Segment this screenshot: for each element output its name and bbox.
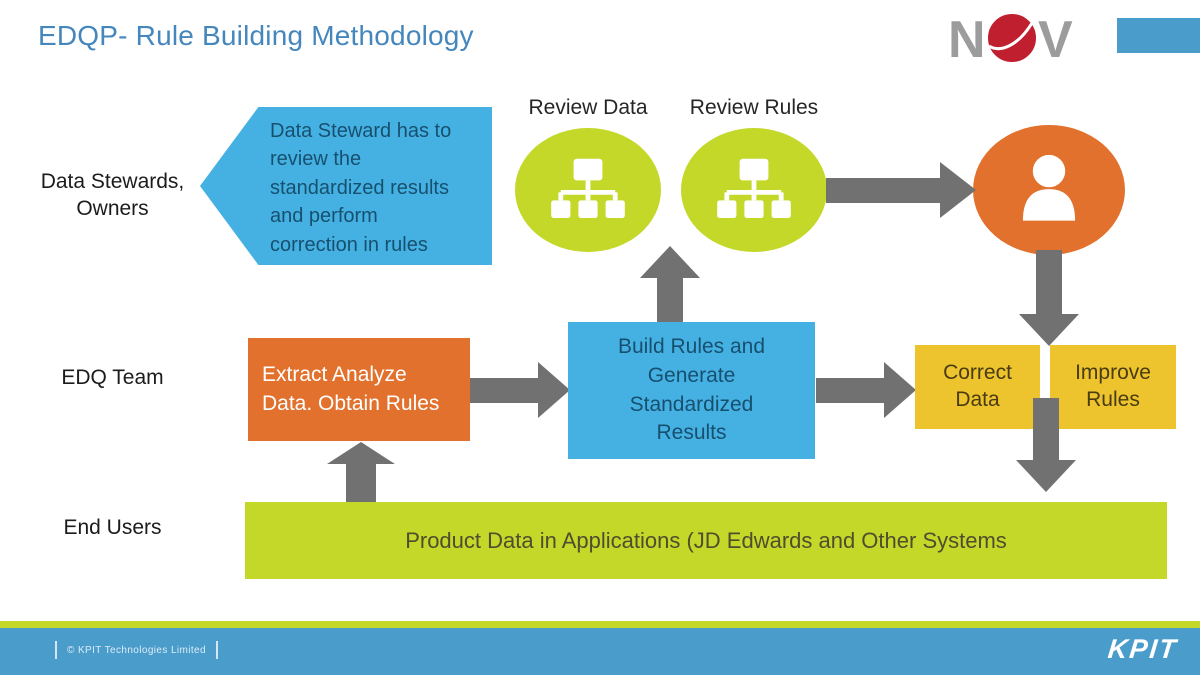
arrow-head	[1019, 314, 1079, 346]
review-data-node	[515, 128, 661, 252]
person-icon	[1022, 154, 1076, 221]
correct-data-text: Correct Data	[943, 361, 1012, 411]
sitemap-icon	[717, 158, 791, 218]
arrow-shaft	[1036, 250, 1062, 316]
footer-bar: © KPIT Technologies Limited KPIT	[0, 628, 1200, 675]
arrow-shaft	[826, 178, 942, 203]
page-title: EDQP- Rule Building Methodology	[38, 20, 474, 51]
extract-analyze-text: Extract Analyze Data. Obtain Rules	[262, 363, 440, 415]
product-data-bar: Product Data in Applications (JD Edwards…	[245, 502, 1167, 579]
callout-left-arrow: Data Steward has to review the standardi…	[200, 107, 492, 265]
arrow-head	[327, 442, 395, 464]
arrow-shaft	[470, 378, 542, 403]
nov-logo-icon: N V	[948, 11, 1073, 69]
lane-label-data-stewards: Data Stewards, Owners	[40, 170, 185, 221]
lane-label-edq-team: EDQ Team	[61, 366, 164, 389]
arrow-shaft	[346, 460, 376, 504]
copyright-block: © KPIT Technologies Limited	[55, 641, 218, 659]
divider	[55, 641, 57, 659]
improve-rules-box: Improve Rules	[1050, 345, 1176, 429]
arrow-shaft	[1033, 398, 1059, 462]
review-rules-label: Review Rules	[689, 96, 819, 119]
extract-analyze-box: Extract Analyze Data. Obtain Rules	[248, 338, 470, 441]
kpit-logo: KPIT	[1106, 634, 1180, 664]
arrow-shaft	[657, 276, 683, 324]
data-owner-node	[973, 125, 1125, 255]
nov-letter-v: V	[1038, 12, 1073, 64]
build-rules-box: Build Rules and Generate Standardized Re…	[568, 322, 815, 459]
callout-text: Data Steward has to review the standardi…	[270, 120, 452, 256]
nov-letter-n: N	[948, 12, 986, 64]
review-rules-node	[681, 128, 827, 252]
nov-swoosh-icon	[988, 22, 1034, 51]
arrow-head	[940, 162, 976, 218]
footer-accent-stripe	[0, 621, 1200, 628]
lane-label-end-users: End Users	[63, 516, 162, 539]
arrow-head	[1016, 460, 1076, 492]
arrow-head	[538, 362, 570, 418]
header-accent-rect	[1117, 18, 1200, 53]
nov-globe-icon	[986, 12, 1038, 64]
arrow-shaft	[816, 378, 888, 403]
copyright-text: © KPIT Technologies Limited	[67, 644, 206, 656]
nov-logo: N V	[942, 11, 1092, 69]
build-rules-text: Build Rules and Generate Standardized Re…	[617, 334, 766, 445]
sitemap-icon	[551, 158, 625, 218]
improve-rules-text: Improve Rules	[1075, 361, 1151, 411]
review-data-label: Review Data	[528, 96, 648, 119]
product-data-text: Product Data in Applications (JD Edwards…	[405, 527, 1007, 553]
arrow-head	[640, 246, 700, 278]
arrow-head	[884, 362, 916, 418]
correct-data-box: Correct Data	[915, 345, 1040, 429]
divider	[215, 641, 218, 659]
